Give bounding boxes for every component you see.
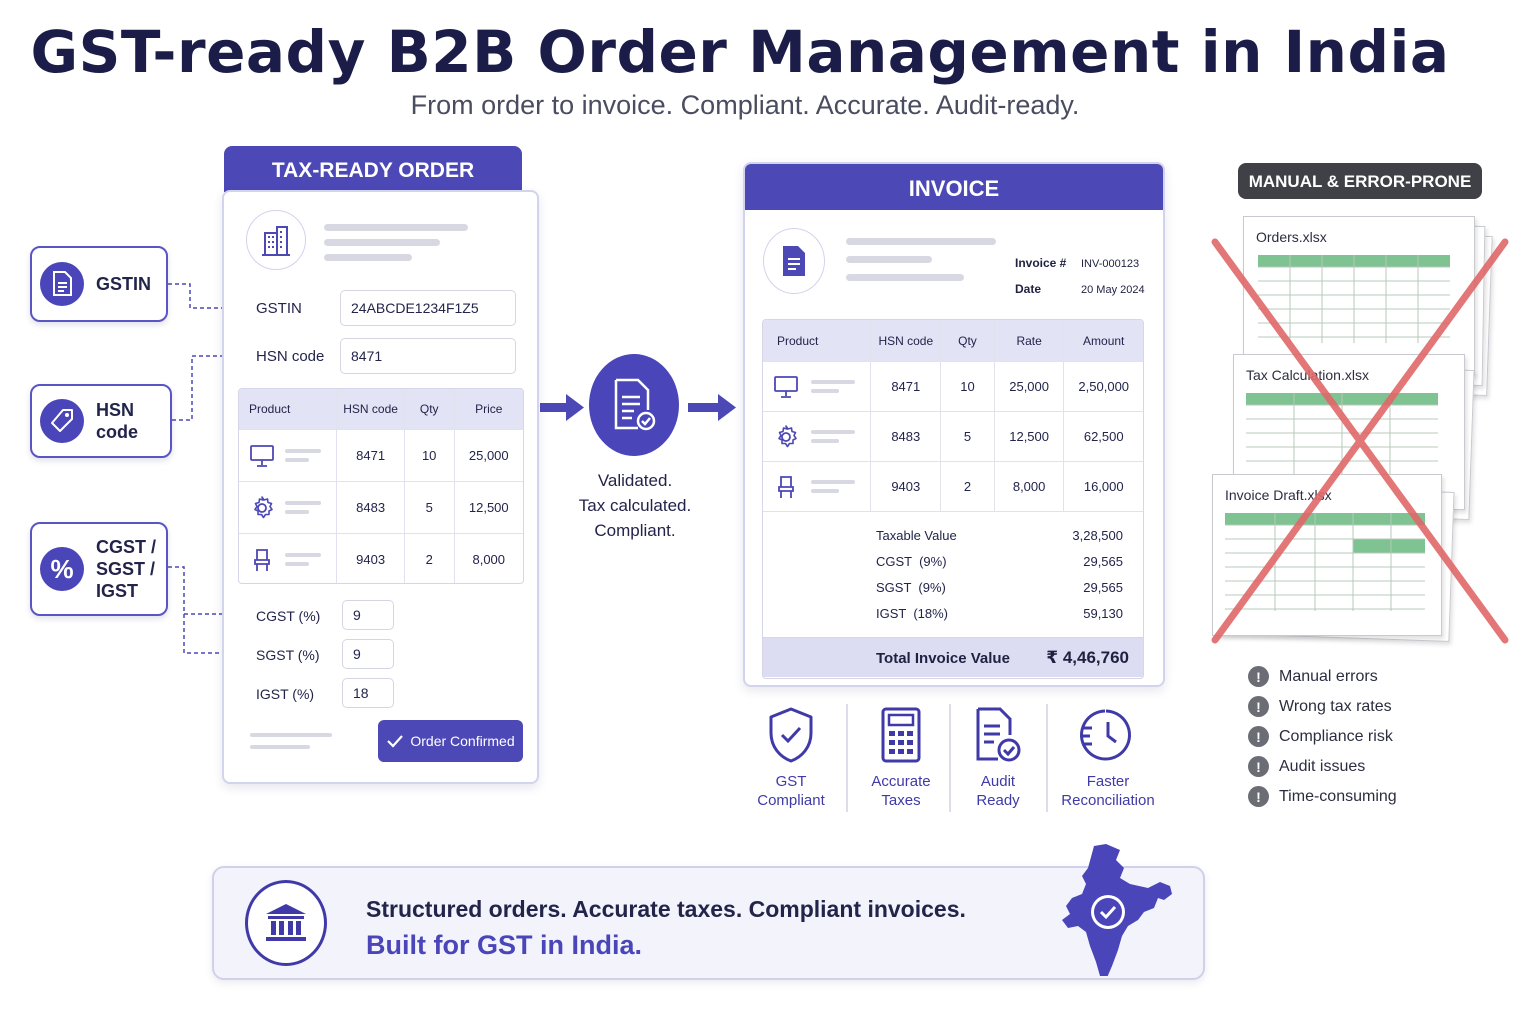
monitor-icon xyxy=(250,444,274,467)
gear-icon xyxy=(778,424,797,447)
order-card: GSTIN 24ABCDE1234F1Z5 HSN code 8471 Prod… xyxy=(222,190,539,784)
table-row[interactable]: 8471 10 25,000 2,50,000 xyxy=(763,361,1143,411)
calculator-icon xyxy=(881,707,921,763)
invoice-tax-summary: Taxable Value 3,28,500 CGST (9%) 29,565 … xyxy=(763,511,1143,637)
banner-line-1: Structured orders. Accurate taxes. Compl… xyxy=(366,896,966,922)
page-subtitle: From order to invoice. Compliant. Accura… xyxy=(410,90,1080,120)
invoice-total-label: Total Invoice Value xyxy=(876,650,1010,667)
bottom-banner xyxy=(212,866,1205,980)
invoice-table-header: Product HSN code Qty Rate Amount xyxy=(763,320,1143,361)
warning-icon: ! xyxy=(1248,666,1269,687)
invoice-number: INV-000123 xyxy=(1081,258,1140,270)
table-row[interactable]: 8483 5 12,500 62,500 xyxy=(763,411,1143,461)
order-confirmed-button[interactable]: Order Confirmed xyxy=(378,720,523,762)
gear-icon xyxy=(254,495,273,518)
invoice-card: INVOICE Invoice # INV-000123 Date 20 May… xyxy=(743,162,1165,687)
bank-icon xyxy=(245,880,327,966)
order-card-header: TAX-READY ORDER xyxy=(224,146,522,192)
hsn-badge: HSN code xyxy=(30,384,172,458)
page-title: GST-ready B2B Order Management in India xyxy=(30,18,1450,86)
hsn-field-label: HSN code xyxy=(256,348,325,365)
issue-compliance-risk: !Compliance risk xyxy=(1248,726,1393,747)
chair-icon xyxy=(254,548,270,571)
hsn-badge-label: HSN code xyxy=(96,400,139,442)
cgst-field-label: CGST (%) xyxy=(256,608,321,624)
document-check-icon xyxy=(589,354,679,456)
cgst-field[interactable]: 9 xyxy=(342,600,394,630)
invoice-document-icon xyxy=(763,228,825,294)
gstin-badge-label: GSTIN xyxy=(96,274,152,294)
building-icon xyxy=(246,210,306,270)
document-icon xyxy=(40,262,84,306)
hsn-field[interactable]: 8471 xyxy=(340,338,516,374)
invoice-number-label: Invoice # xyxy=(1015,256,1067,270)
igst-field-label: IGST (%) xyxy=(256,686,315,702)
order-items-table: Product HSN code Qty Price 8471 10 25,00… xyxy=(238,388,524,584)
invoice-date: 20 May 2024 xyxy=(1081,284,1145,296)
order-table-header: Product HSN code Qty Price xyxy=(239,389,523,429)
warning-icon: ! xyxy=(1248,756,1269,777)
banner-line-2: Built for GST in India. xyxy=(366,930,642,960)
invoice-card-header: INVOICE xyxy=(745,164,1163,210)
percent-icon: % xyxy=(40,547,84,591)
table-row[interactable]: 8483 5 12,500 xyxy=(239,481,523,533)
tag-icon xyxy=(40,399,84,443)
spreadsheet-invoice-draft: Invoice Draft.xlsx xyxy=(1212,474,1442,636)
invoice-total-row: Total Invoice Value ₹ 4,46,760 xyxy=(763,637,1143,677)
table-row[interactable]: 9403 2 8,000 xyxy=(239,533,523,583)
tax-badge: % CGST / SGST / IGST xyxy=(30,522,168,616)
issue-audit-issues: !Audit issues xyxy=(1248,756,1365,777)
invoice-date-label: Date xyxy=(1015,282,1042,296)
tax-badge-label: CGST / SGST / IGST xyxy=(96,537,157,601)
warning-icon: ! xyxy=(1248,726,1269,747)
chair-icon xyxy=(778,475,794,498)
table-row[interactable]: 9403 2 8,000 16,000 xyxy=(763,461,1143,511)
igst-field[interactable]: 18 xyxy=(342,678,394,708)
issue-wrong-tax-rates: !Wrong tax rates xyxy=(1248,696,1392,717)
monitor-icon xyxy=(774,375,798,398)
issue-manual-errors: !Manual errors xyxy=(1248,666,1378,687)
validation-status-text: Validated. Tax calculated. Compliant. xyxy=(578,471,692,540)
warning-icon: ! xyxy=(1248,786,1269,807)
sgst-field[interactable]: 9 xyxy=(342,639,394,669)
clock-icon xyxy=(1080,709,1131,761)
shield-check-icon xyxy=(769,707,813,763)
manual-error-prone-label: MANUAL & ERROR-PRONE xyxy=(1238,163,1482,199)
issue-time-consuming: !Time-consuming xyxy=(1248,786,1397,807)
india-map-check-icon xyxy=(1062,844,1172,976)
invoice-items-table: Product HSN code Qty Rate Amount 8471 10… xyxy=(762,319,1144,679)
gstin-badge: GSTIN xyxy=(30,246,168,322)
audit-document-icon xyxy=(976,707,1021,762)
gstin-field[interactable]: 24ABCDE1234F1Z5 xyxy=(340,290,516,326)
gstin-field-label: GSTIN xyxy=(256,300,302,317)
check-icon xyxy=(387,735,404,748)
table-row[interactable]: 8471 10 25,000 xyxy=(239,429,523,481)
invoice-total-value: ₹ 4,46,760 xyxy=(1046,648,1129,667)
red-cross-mark xyxy=(1211,238,1509,644)
warning-icon: ! xyxy=(1248,696,1269,717)
sgst-field-label: SGST (%) xyxy=(256,647,320,663)
